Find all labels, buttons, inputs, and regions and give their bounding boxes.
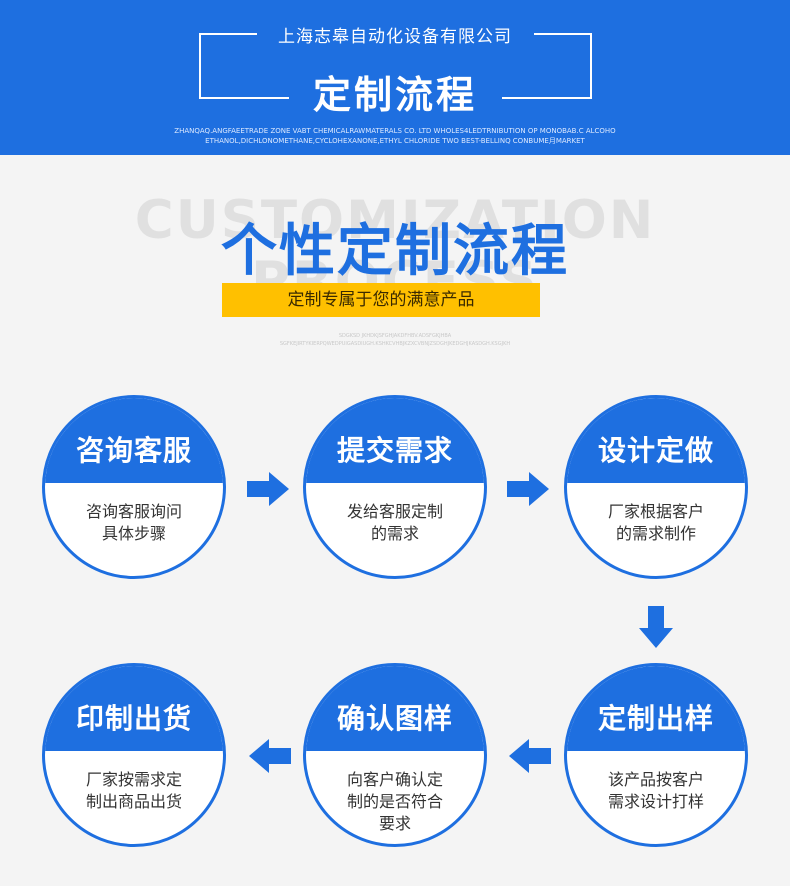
fine-print-line: SGFKEJIRTYKIERPQWEDPUIGASDIUGH.KSHKCVHBJ…	[279, 341, 511, 347]
step-description: 发给客服定制的需求	[346, 502, 443, 543]
step-description: 厂家按需求定制出商品出货	[85, 770, 182, 811]
arrow-left-icon	[509, 739, 551, 773]
banner-subtext-line: ZHANQAQ.ANGFAEETRADE ZONE VABT CHEMICALR…	[174, 127, 616, 135]
banner-subtext: ZHANQAQ.ANGFAEETRADE ZONE VABT CHEMICALR…	[150, 126, 640, 146]
step-circle-print: 印制出货 厂家按需求定制出商品出货	[42, 663, 226, 847]
step-description: 厂家根据客户的需求制作	[607, 502, 704, 543]
step-circle-consult: 咨询客服 咨询客服询问具体步骤	[42, 395, 226, 579]
frame-line	[502, 97, 592, 99]
frame-line	[199, 33, 257, 35]
section-subtitle: 定制专属于您的满意产品	[222, 283, 540, 317]
frame-line	[590, 33, 592, 99]
step-title: 确认图样	[306, 666, 484, 752]
step-title: 咨询客服	[45, 398, 223, 484]
step-description: 该产品按客户需求设计打样	[607, 770, 704, 811]
arrow-right-icon	[247, 472, 289, 506]
step-description: 向客户确认定制的是否符合要求	[346, 770, 443, 833]
section-title: 个性定制流程	[221, 219, 569, 284]
step-title: 定制出样	[567, 666, 745, 752]
step-title: 设计定做	[567, 398, 745, 484]
step-description: 咨询客服询问具体步骤	[85, 502, 182, 543]
header-banner: 上海志皋自动化设备有限公司 定制流程 ZHANQAQ.ANGFAEETRADE …	[0, 0, 790, 155]
frame-line	[199, 97, 289, 99]
arrow-left-icon	[249, 739, 291, 773]
arrow-right-icon	[507, 472, 549, 506]
frame-line	[534, 33, 592, 35]
fine-print-line: SDGKSD JKHDKJSFGHJAKDFHBV.ADSFGKJHBA	[338, 333, 452, 339]
arrow-down-icon	[639, 606, 673, 648]
frame-line	[199, 33, 201, 99]
banner-title: 定制流程	[312, 73, 477, 117]
step-circle-design: 设计定做 厂家根据客户的需求制作	[564, 395, 748, 579]
step-circle-confirm: 确认图样 向客户确认定制的是否符合要求	[303, 663, 487, 847]
step-circle-submit: 提交需求 发给客服定制的需求	[303, 395, 487, 579]
step-title: 印制出货	[45, 666, 223, 752]
step-title: 提交需求	[306, 398, 484, 484]
decorative-fine-print: SDGKSD JKHDKJSFGHJAKDFHBV.ADSFGKJHBA SGF…	[240, 332, 550, 348]
banner-subtext-line: ETHANOL,DICHLONOMETHANE,CYCLOHEXANONE,ET…	[205, 137, 585, 145]
step-circle-sample: 定制出样 该产品按客户需求设计打样	[564, 663, 748, 847]
company-name: 上海志皋自动化设备有限公司	[278, 27, 512, 47]
